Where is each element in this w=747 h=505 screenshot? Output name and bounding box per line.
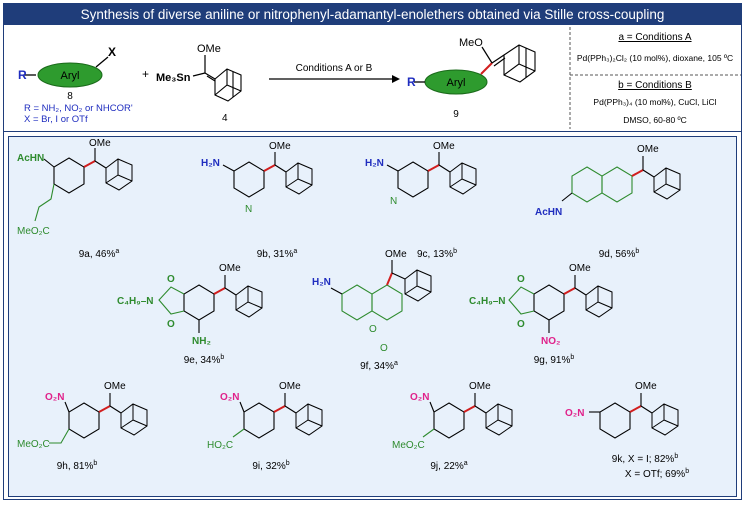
conditions-b-title: b = Conditions B [618,80,692,91]
compound-9i-label-1: O₂N [220,392,239,403]
compound-9j-label-2: MeO₂C [392,440,425,451]
product-9: R Aryl MeO 9 [407,37,536,120]
figure-title: Synthesis of diverse aniline or nitrophe… [4,4,741,25]
scheme-svg: R X Aryl 8 R = NH₂, NO₂ or NHCOR' X = Br… [18,27,741,129]
compound-9e-label-3: C₄H₉–N [117,296,154,307]
compound-9f-label-2: O [369,324,377,335]
compound-9g-label-5: OMe [569,263,591,274]
compound-9a-label-1: AcHN [17,153,44,164]
compound-9k-label-2: OMe [635,381,657,392]
compound-9c-label-1: H₂N [365,158,384,169]
compound-9b-label-3: OMe [269,141,291,152]
compound-9h-label-2: MeO₂C [17,439,50,450]
compound-9c-label-2: N [390,196,397,207]
compound-panel-svg: AcHN MeO₂C OMe 9a, 46%a H₂N N OMe [17,138,689,480]
compound-9i-label-2: HO₂C [207,440,233,451]
compound-9a-label-2: MeO₂C [17,226,50,237]
compound-9e: O O C₄H₉–N NH₂ OMe 9e, 34%b [117,263,263,366]
arrow-conditions-label: Conditions A or B [296,63,373,74]
compound-9f-label-1: H₂N [312,277,331,288]
compound-9i: O₂N HO₂C OMe 9i, 32%b [207,381,323,472]
compound-9a-caption: 9a, 46%a [79,248,120,260]
compound-9k: O₂N OMe 9k, X = I; 82%b X = OTf; 69%b [565,381,689,480]
r-substituent-note: R = NH₂, NO₂ or NHCOR' [24,103,133,114]
compound-9j-caption: 9j, 22%a [430,460,467,472]
plus-sign: + [142,67,149,81]
compound-9g: O O C₄H₉–N NO₂ OMe 9g, 91%b [469,263,613,366]
conditions-a-title: a = Conditions A [618,32,691,43]
reaction-scheme: R X Aryl 8 R = NH₂, NO₂ or NHCOR' X = Br… [4,25,741,132]
compound-number-4: 4 [222,113,228,124]
compound-9k-caption-2: X = OTf; 69%b [625,468,689,480]
compound-9k-caption-1: 9k, X = I; 82%b [612,453,679,465]
compound-9e-label-2: O [167,319,175,330]
figure-frame: Synthesis of diverse aniline or nitrophe… [3,3,742,500]
product-meo-label: MeO [459,37,483,49]
compound-number-9: 9 [453,109,459,120]
compound-9e-label-1: O [167,274,175,285]
compound-panel: AcHN MeO₂C OMe 9a, 46%a H₂N N OMe [8,136,737,497]
compound-9i-label-3: OMe [279,381,301,392]
compound-9d-label-1: AcHN [535,207,562,218]
compound-9j-label-3: OMe [469,381,491,392]
conditions-b-text-2: DMSO, 60-80 ºC [623,115,687,125]
product-r-label: R [407,75,416,89]
compound-9g-label-3: C₄H₉–N [469,296,506,307]
compound-9c: H₂N N OMe 9c, 13%b [365,141,477,260]
compound-9d-label-2: OMe [637,144,659,155]
compound-9g-label-4: NO₂ [541,336,560,347]
stannane-label: Me₃Sn [156,72,191,84]
aryl-label: Aryl [61,70,80,82]
compound-9j-label-1: O₂N [410,392,429,403]
compound-9c-caption: 9c, 13%b [417,248,457,260]
conditions-a-text: Pd(PPh₃)₂Cl₂ (10 mol%), dioxane, 105 ºC [577,53,733,63]
conditions-b-text-1: Pd(PPh₃)₄ (10 mol%), CuCl, LiCl [593,97,716,107]
compound-9f-label-3: O [380,343,388,354]
x-label: X [108,45,116,59]
reactant-8: R X Aryl 8 R = NH₂, NO₂ or NHCOR' X = Br… [18,45,133,125]
x-substituent-note: X = Br, I or OTf [24,114,88,125]
compound-number-8: 8 [67,91,73,102]
compound-9f: H₂N O O OMe 9f, 34%a [312,249,432,372]
compound-9f-caption: 9f, 34%a [360,360,398,372]
compound-9d: AcHN OMe 9d, 56%b [535,144,681,260]
ome-label: OMe [197,43,221,55]
compound-9g-caption: 9g, 91%b [534,354,575,366]
compound-9e-label-4: NH₂ [192,336,211,347]
compound-9b-caption: 9b, 31%a [257,248,298,260]
compound-9g-label-2: O [517,319,525,330]
compound-9b: H₂N N OMe 9b, 31%a [201,141,313,260]
compound-9h: O₂N MeO₂C OMe 9h, 81%b [17,381,148,472]
compound-9e-label-5: OMe [219,263,241,274]
compound-9h-caption: 9h, 81%b [57,460,98,472]
reaction-arrow: Conditions A or B [269,63,400,83]
r-label: R [18,68,27,82]
compound-9j: O₂N MeO₂C OMe 9j, 22%a [392,381,513,472]
compound-9a-label-3: OMe [89,138,111,149]
compound-9e-caption: 9e, 34%b [184,354,225,366]
product-aryl-label: Aryl [447,77,466,89]
compound-9d-caption: 9d, 56%b [599,248,640,260]
compound-9b-label-2: N [245,204,252,215]
compound-9f-label-4: OMe [385,249,407,260]
compound-9k-label-1: O₂N [565,408,584,419]
compound-9i-caption: 9i, 32%b [252,460,289,472]
compound-9h-label-1: O₂N [45,392,64,403]
compound-9b-label-1: H₂N [201,158,220,169]
compound-9a: AcHN MeO₂C OMe 9a, 46%a [17,138,133,260]
compound-9h-label-3: OMe [104,381,126,392]
reactant-4: Me₃Sn OMe 4 [156,43,242,124]
conditions-box: a = Conditions A Pd(PPh₃)₂Cl₂ (10 mol%),… [569,27,741,129]
compound-9c-label-3: OMe [433,141,455,152]
compound-9g-label-1: O [517,274,525,285]
